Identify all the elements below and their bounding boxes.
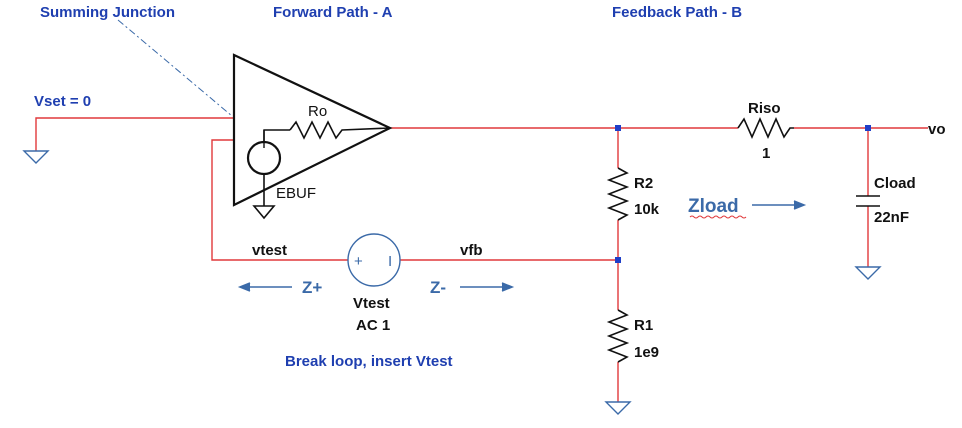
break-loop-caption: Break loop, insert Vtest — [285, 353, 453, 370]
r2-resistor — [606, 167, 630, 221]
cload-capacitor — [856, 195, 880, 207]
vtest-name-label: Vtest — [353, 295, 390, 312]
vset-label: Vset = 0 — [34, 93, 91, 110]
vtest-net-label: vtest — [252, 242, 287, 259]
riso-resistor — [737, 117, 794, 139]
vset-wire — [35, 117, 234, 151]
riso-label: Riso — [748, 100, 781, 117]
feedback-path-header: Feedback Path - B — [612, 4, 742, 21]
node-vo — [865, 125, 871, 131]
cload-ground-icon — [854, 266, 882, 280]
cload-value: 22nF — [874, 209, 909, 226]
z-minus-label: Z- — [430, 278, 446, 297]
forward-path-header: Forward Path - A — [273, 4, 393, 21]
node-output — [615, 125, 621, 131]
wires — [35, 117, 928, 402]
zload-arrow — [752, 200, 807, 210]
ebuf-ground-icon — [252, 205, 276, 220]
vtest-minus: I — [388, 253, 392, 270]
vfb-net-label: vfb — [460, 242, 483, 259]
summing-junction-header: Summing Junction — [40, 4, 175, 21]
vset-ground-icon — [22, 150, 50, 164]
opamp-triangle — [232, 53, 393, 207]
ro-resistor — [289, 120, 391, 140]
zload-underline — [689, 215, 747, 219]
vtest-plus: + — [354, 253, 363, 270]
r1-value: 1e9 — [634, 344, 659, 361]
r1-ground-icon — [604, 401, 632, 415]
r1-label: R1 — [634, 317, 653, 334]
vtest-source: + I — [347, 233, 401, 287]
ro-left-wire — [263, 129, 290, 148]
r1-resistor — [606, 309, 630, 363]
zload-label: Zload — [688, 196, 739, 217]
vo-label: vo — [928, 121, 946, 138]
summing-junction-pointer — [117, 19, 233, 117]
r2-value: 10k — [634, 201, 660, 218]
ebuf-label: EBUF — [276, 185, 316, 202]
z-plus-label: Z+ — [302, 278, 322, 297]
vtest-circle — [347, 233, 401, 287]
r2-label: R2 — [634, 175, 653, 192]
cload-label: Cload — [874, 175, 916, 192]
node-vfb — [615, 257, 621, 263]
vtest-value-label: AC 1 — [356, 317, 390, 334]
riso-value: 1 — [762, 145, 770, 162]
z-plus-arrow — [237, 282, 292, 292]
vtest-wire — [211, 139, 348, 261]
opamp-ebuf — [232, 53, 393, 220]
z-minus-arrow — [460, 282, 515, 292]
ro-label: Ro — [308, 103, 327, 120]
